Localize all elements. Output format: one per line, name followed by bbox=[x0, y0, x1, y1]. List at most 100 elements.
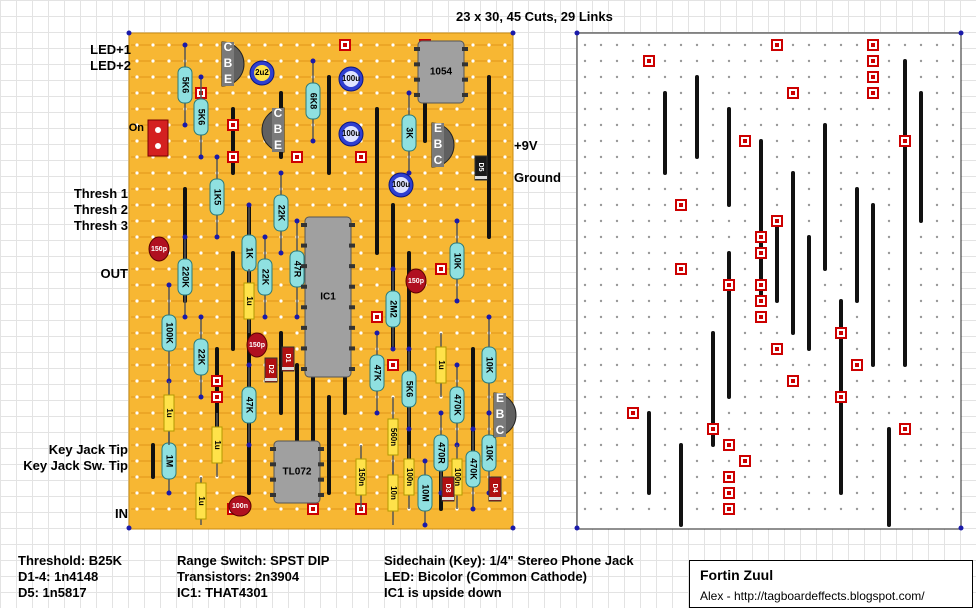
resistor-body bbox=[449, 242, 465, 280]
strip-hole bbox=[503, 91, 507, 95]
mirror-hole bbox=[791, 363, 795, 367]
mirror-hole bbox=[887, 91, 891, 95]
mirror-hole bbox=[583, 171, 587, 175]
strip-hole bbox=[247, 75, 251, 79]
ic-pin bbox=[462, 77, 468, 82]
note-transistors: Transistors: 2n3904 bbox=[177, 569, 300, 584]
mirror-hole bbox=[823, 443, 827, 447]
strip-hole bbox=[471, 203, 475, 207]
mirror-hole bbox=[663, 203, 667, 207]
track-cut-dot bbox=[711, 427, 715, 431]
track-cut-dot bbox=[743, 459, 747, 463]
mirror-hole bbox=[807, 91, 811, 95]
mirror-hole bbox=[583, 347, 587, 351]
mirror-hole bbox=[935, 379, 939, 383]
strip-hole bbox=[263, 107, 267, 111]
strip-hole bbox=[503, 59, 507, 63]
track-cut-dot bbox=[871, 43, 875, 47]
mirror-hole bbox=[583, 395, 587, 399]
track-cut-dot bbox=[215, 395, 219, 399]
mirror-hole bbox=[615, 267, 619, 271]
track-cut-dot bbox=[775, 347, 779, 351]
strip-hole bbox=[439, 235, 443, 239]
mirror-hole bbox=[839, 43, 843, 47]
track-cut-dot bbox=[759, 283, 763, 287]
strip-hole bbox=[471, 315, 475, 319]
mirror-hole bbox=[823, 411, 827, 415]
mirror-hole bbox=[631, 379, 635, 383]
strip-hole bbox=[359, 43, 363, 47]
resistor-pad bbox=[390, 346, 396, 352]
mirror-hole bbox=[727, 459, 731, 463]
mirror-hole bbox=[631, 363, 635, 367]
mirror-hole bbox=[679, 123, 683, 127]
strip-hole bbox=[343, 91, 347, 95]
strip-hole bbox=[375, 59, 379, 63]
mirror-hole bbox=[711, 187, 715, 191]
mirror-hole bbox=[615, 491, 619, 495]
mirror-hole bbox=[743, 443, 747, 447]
strip-hole bbox=[391, 379, 395, 383]
strip-hole bbox=[471, 235, 475, 239]
strip-hole bbox=[295, 75, 299, 79]
credit-box: Fortin Zuul Alex - http://tagboardeffect… bbox=[689, 560, 973, 608]
mirror-hole bbox=[807, 443, 811, 447]
resistor-value: 470R bbox=[437, 442, 447, 464]
mirror-hole bbox=[855, 139, 859, 143]
mirror-hole bbox=[775, 171, 779, 175]
track-cut-dot bbox=[759, 235, 763, 239]
mirror-hole bbox=[823, 379, 827, 383]
strip-hole bbox=[423, 203, 427, 207]
diode-label: D2 bbox=[267, 365, 274, 374]
mirror-hole bbox=[743, 299, 747, 303]
mirror-hole bbox=[807, 475, 811, 479]
ceramic-capacitor bbox=[405, 268, 427, 294]
mirror-hole bbox=[631, 507, 635, 511]
mirror-hole bbox=[615, 187, 619, 191]
strip-hole bbox=[183, 411, 187, 415]
mirror-hole bbox=[935, 187, 939, 191]
mirror-hole bbox=[759, 491, 763, 495]
mirror-hole bbox=[599, 235, 603, 239]
strip-hole bbox=[199, 171, 203, 175]
mirror-hole bbox=[647, 283, 651, 287]
resistor-body bbox=[385, 290, 401, 328]
strip-hole bbox=[215, 283, 219, 287]
electrolytic-capacitor-top bbox=[343, 126, 359, 142]
mirror-hole bbox=[599, 491, 603, 495]
strip-hole bbox=[135, 475, 139, 479]
strip-hole bbox=[423, 443, 427, 447]
strip-hole bbox=[503, 171, 507, 175]
mirror-hole bbox=[599, 283, 603, 287]
mirror-hole bbox=[871, 107, 875, 111]
mirror-hole bbox=[919, 491, 923, 495]
mirror-hole bbox=[919, 363, 923, 367]
strip-hole bbox=[471, 123, 475, 127]
mirror-hole bbox=[951, 491, 955, 495]
strip-hole bbox=[439, 187, 443, 191]
mirror-hole bbox=[583, 251, 587, 255]
strip-hole bbox=[215, 43, 219, 47]
strip-hole bbox=[503, 363, 507, 367]
mirror-hole bbox=[791, 507, 795, 511]
strip-hole bbox=[247, 91, 251, 95]
mirror-hole bbox=[951, 395, 955, 399]
strip-hole bbox=[503, 139, 507, 143]
resistor-pad bbox=[310, 138, 316, 144]
mirror-hole bbox=[775, 507, 779, 511]
mirror-hole bbox=[855, 475, 859, 479]
mirror-hole bbox=[951, 315, 955, 319]
mirror-hole bbox=[663, 475, 667, 479]
strip-hole bbox=[439, 299, 443, 303]
strip-hole bbox=[343, 427, 347, 431]
mirror-hole bbox=[727, 43, 731, 47]
strip-hole bbox=[231, 427, 235, 431]
mirror-hole bbox=[919, 235, 923, 239]
track-cut-dot bbox=[727, 491, 731, 495]
resistor-pad bbox=[374, 410, 380, 416]
resistor-body bbox=[449, 386, 465, 424]
strip-hole bbox=[135, 155, 139, 159]
mirror-hole bbox=[935, 107, 939, 111]
film-capacitor-body bbox=[435, 346, 447, 384]
mirror-hole bbox=[823, 427, 827, 431]
